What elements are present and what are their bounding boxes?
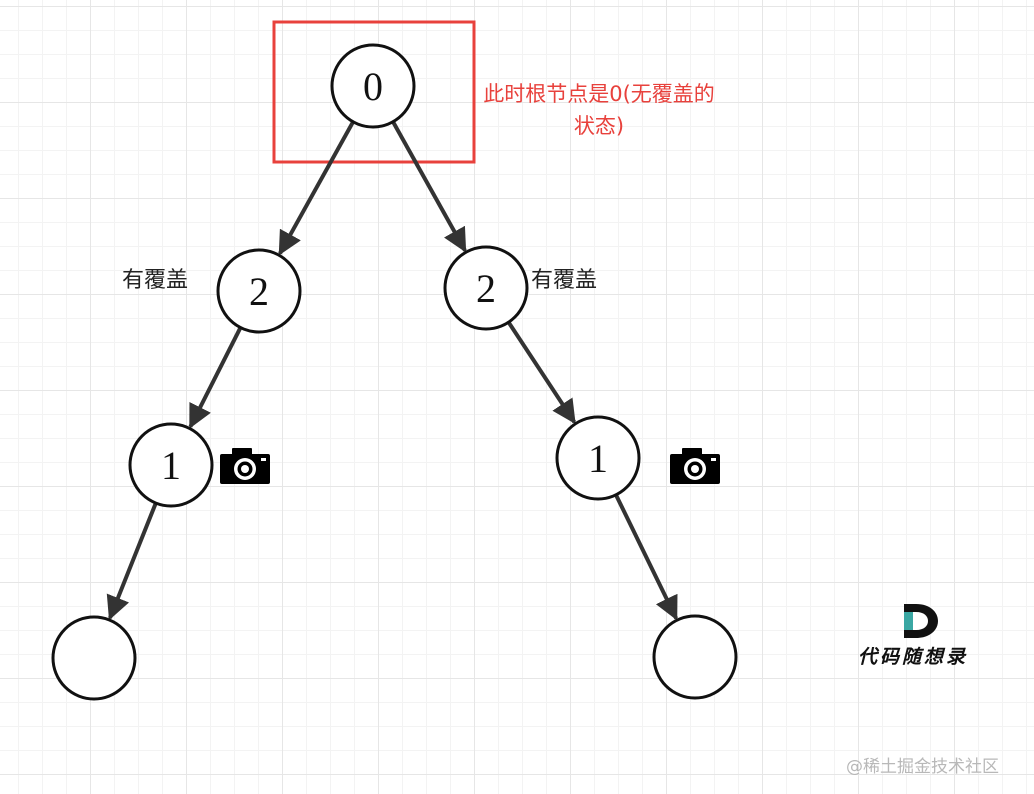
- tree-node-right-leaf: [652, 614, 738, 700]
- node-circle: [443, 245, 529, 331]
- node-circle: [216, 248, 302, 334]
- tree-node-root: 0: [330, 43, 416, 129]
- edge-right-1-to-right-leaf: [614, 493, 678, 621]
- edge-left-1-to-left-leaf: [106, 502, 158, 621]
- node-value: 1: [588, 436, 608, 481]
- node-circle: [555, 415, 641, 501]
- watermark: @稀土掘金技术社区: [846, 757, 999, 777]
- tree-node-left-1: 1: [128, 422, 214, 508]
- node-value: 2: [249, 269, 269, 314]
- camera-icon: [670, 448, 720, 484]
- tree-node-left-2: 2: [216, 248, 302, 334]
- node-circle: [330, 43, 416, 129]
- node-value: 2: [476, 266, 496, 311]
- tree-node-right-2: 2: [443, 245, 529, 331]
- node-circle: [128, 422, 214, 508]
- logo-mark-icon: [904, 604, 938, 638]
- edge-right-2-to-right-1: [506, 321, 577, 425]
- logo-text: 代码随想录: [858, 646, 969, 668]
- right-covered-label: 有覆盖: [531, 268, 598, 293]
- node-value: 1: [161, 443, 181, 488]
- tree-node-left-leaf: [51, 615, 137, 701]
- edge-root-to-left-2: [278, 120, 355, 256]
- left-covered-label: 有覆盖: [122, 268, 189, 293]
- node-circle: [51, 615, 137, 701]
- edge-root-to-right-2: [391, 120, 467, 253]
- tree-node-right-1: 1: [555, 415, 641, 501]
- edge-left-2-to-left-1: [188, 326, 243, 429]
- root-status-note: 此时根节点是0(无覆盖的状态): [483, 82, 715, 138]
- node-value: 0: [363, 64, 383, 109]
- root-highlight-box: [272, 20, 476, 164]
- camera-icon: [220, 448, 270, 484]
- node-circle: [652, 614, 738, 700]
